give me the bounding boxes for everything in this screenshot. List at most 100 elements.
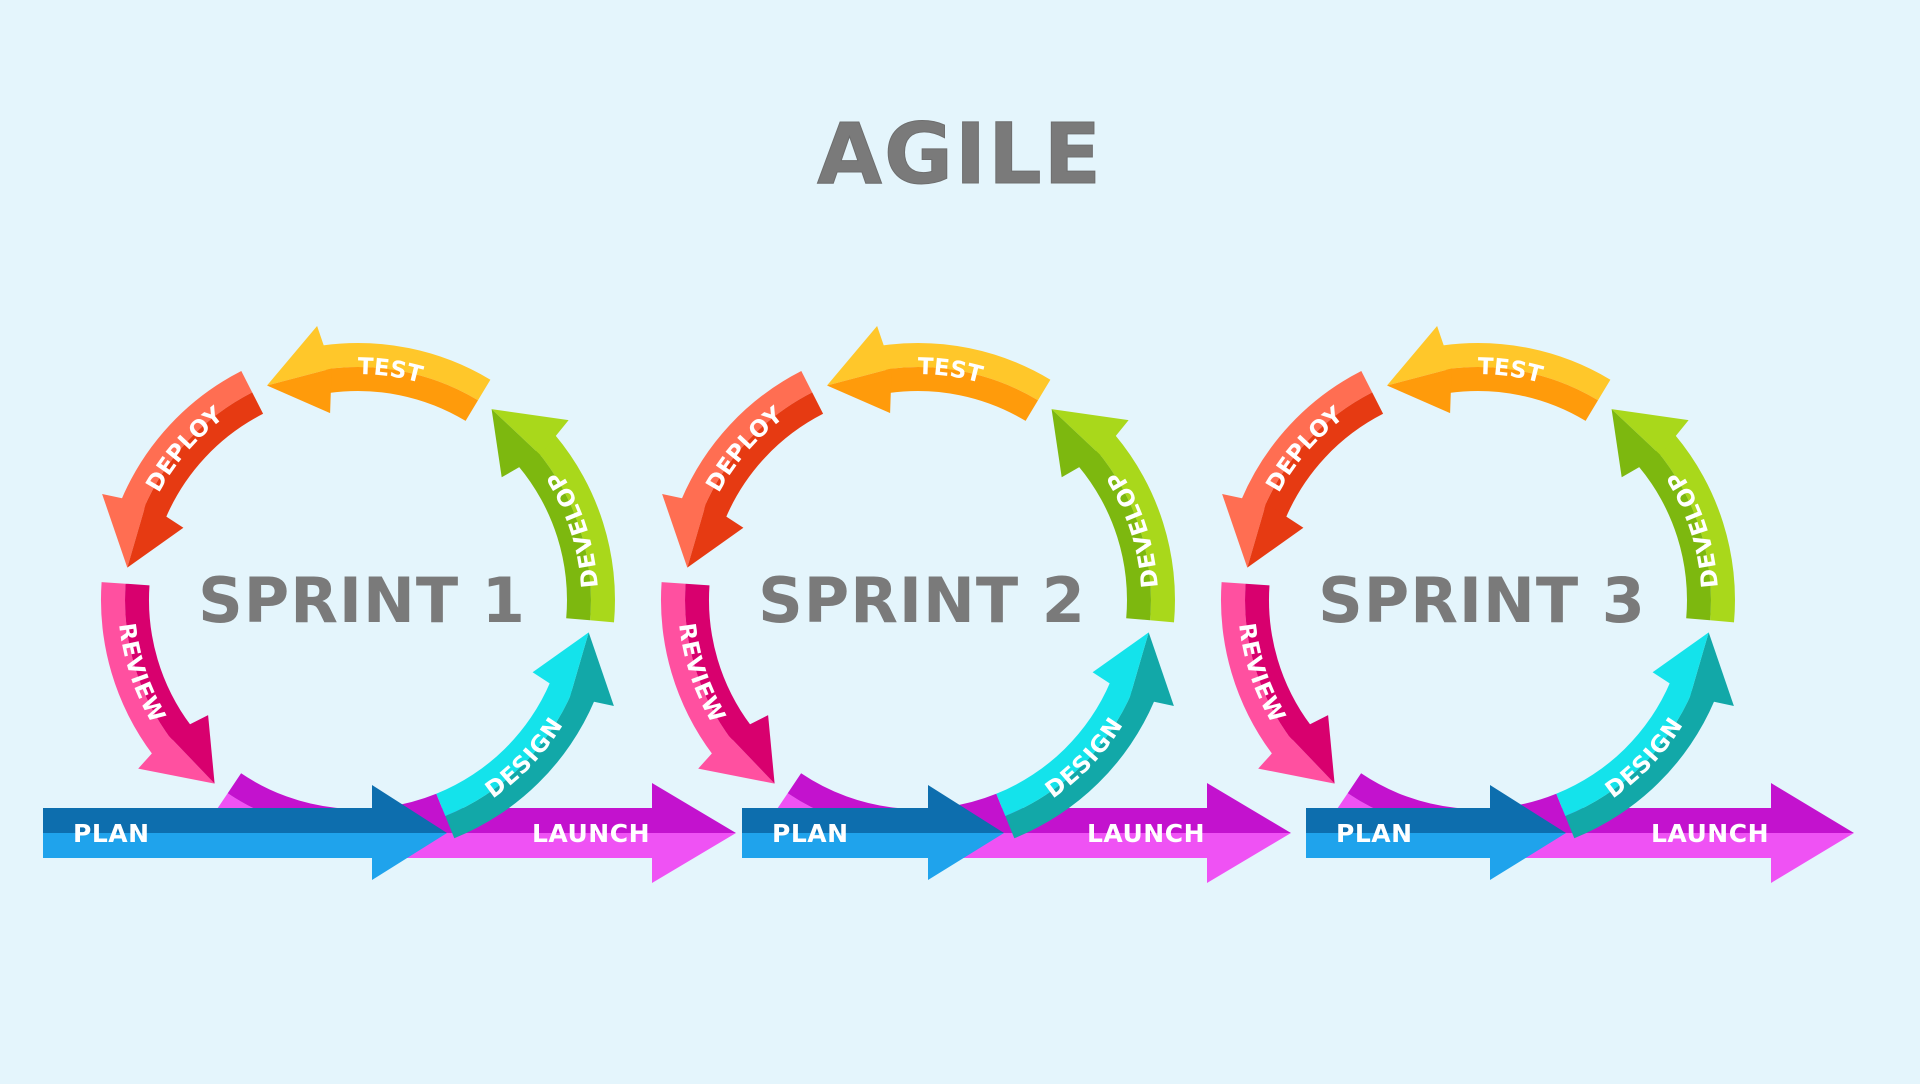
sprint-3-design-arrow-head-outer: [1690, 632, 1734, 706]
sprint-3-review-arrow: [1220, 582, 1335, 784]
sprint-3-deploy-arrow-shaft-inner: [1263, 392, 1384, 519]
sprint-3-launch-label: LAUNCH: [1651, 819, 1769, 848]
sprint-2-review-arrow: [660, 582, 775, 784]
sprint-1-design-arrow-shaft-outer: [445, 691, 595, 839]
sprint-1-review-arrow-head-outer: [138, 735, 215, 784]
sprint-1-deploy-arrow-shaft-inner: [143, 392, 264, 519]
sprint-2-title: SPRINT 2: [758, 564, 1086, 637]
sprint-2-plan-arrow: [742, 785, 1004, 880]
sprint-2-test-arrow-shaft-outer: [882, 342, 1051, 401]
sprint-1-develop-arrow-head-outer: [491, 409, 569, 455]
sprint-1-review-arrow-head-inner: [168, 715, 215, 784]
sprint-2-deploy-arrow-shaft-outer: [681, 371, 813, 509]
sprint-3-deploy-arrow-head-outer: [1222, 494, 1266, 568]
sprint-3-deploy-arrow-shaft-outer: [1241, 371, 1373, 509]
sprint-1-review-arrow-shaft-outer: [100, 582, 172, 755]
sprint-3-plan-arrow: [1306, 785, 1566, 880]
sprint-2-review-arrow-head-outer: [698, 735, 775, 784]
sprint-1-develop-arrow-head-inner: [491, 409, 541, 478]
sprint-2-plan-arrow-lower: [742, 833, 1004, 880]
sprint-2-launch-label: LAUNCH: [1087, 819, 1205, 848]
sprint-2-develop-arrow-head-outer: [1051, 409, 1129, 455]
sprint-3-plan-arrow-upper: [1306, 785, 1566, 833]
sprint-1-deploy-arrow-head-outer: [102, 494, 146, 568]
sprint-3-test-arrow-head-outer: [1387, 326, 1452, 386]
sprint-3-test-arrow-shaft-inner: [1445, 367, 1598, 421]
sprint-1-deploy-arrow-shaft-outer: [121, 371, 253, 509]
sprint-1-test-arrow: [267, 326, 491, 421]
sprint-2-test-arrow: [827, 326, 1051, 421]
sprint-2-design-arrow-head-inner: [1092, 632, 1149, 697]
sprint-2-develop-arrow-shaft-outer: [1096, 434, 1175, 623]
sprint-2-plan-arrow-upper: [742, 785, 1004, 833]
sprint-3-deploy-arrow: [1222, 371, 1384, 568]
sprint-3-launch-arrow-lower: [1470, 833, 1854, 883]
sprint-3-title: SPRINT 3: [1318, 564, 1646, 637]
sprint-3-review-arrow-shaft-outer: [1220, 582, 1292, 755]
sprint-2-deploy-arrow: [662, 371, 824, 568]
sprint-1-plan-arrow: [43, 785, 447, 880]
sprint-2-plan-label: PLAN: [772, 819, 849, 848]
sprint-2-deploy-arrow-shaft-inner: [703, 392, 824, 519]
sprint-3-launch-arrow: [1470, 783, 1854, 883]
sprint-3-develop-arrow-head-inner: [1611, 409, 1661, 478]
sprint-1-design-arrow: [436, 632, 614, 839]
sprint-2-design-arrow: [996, 632, 1174, 839]
sprint-3-develop-arrow-head-outer: [1611, 409, 1689, 455]
sprint-1-plan-label: PLAN: [73, 819, 150, 848]
sprint-2-launch-arrow: [908, 783, 1291, 883]
sprint-1-review-arrow-shaft-inner: [125, 583, 192, 741]
sprint-1-develop-arrow-shaft-outer: [536, 434, 615, 623]
sprint-1-plan-arrow-lower: [43, 833, 447, 880]
sprint-2-design-arrow-shaft-outer: [1005, 691, 1155, 839]
sprint-2-design-arrow-shaft-inner: [996, 681, 1133, 816]
sprint-3-test-arrow-shaft-outer: [1442, 342, 1611, 401]
sprint-2-review-arrow-head-inner: [728, 715, 775, 784]
sprint-2-launch-arrow-upper: [908, 783, 1291, 833]
diagram-title: AGILE: [816, 105, 1104, 203]
sprint-2-test-arrow-head-inner: [827, 368, 892, 414]
sprint-2-review-arrow-shaft-inner: [685, 583, 752, 741]
sprint-3-launch-arrow-upper: [1470, 783, 1854, 833]
sprint-3-design-arrow-head-inner: [1652, 632, 1709, 697]
sprint-3-develop-arrow: [1611, 409, 1735, 623]
sprint-3-review-arrow-head-outer: [1258, 735, 1335, 784]
sprint-1-deploy-arrow: [102, 371, 264, 568]
sprint-1-test-arrow-head-outer: [267, 326, 332, 386]
sprint-1-test-arrow-shaft-inner: [325, 367, 478, 421]
sprint-3-develop-arrow-shaft-outer: [1656, 434, 1735, 623]
sprint-1-review-arrow: [100, 582, 215, 784]
sprint-3-deploy-arrow-head-inner: [1247, 503, 1304, 568]
sprint-2-test-arrow-shaft-inner: [885, 367, 1038, 421]
sprint-2-launch-arrow-lower: [908, 833, 1291, 883]
sprint-2-deploy-arrow-head-inner: [687, 503, 744, 568]
sprint-3-test-arrow-head-inner: [1387, 368, 1452, 414]
sprint-1-design-arrow-shaft-inner: [436, 681, 573, 816]
sprint-1-test-arrow-shaft-outer: [322, 342, 491, 401]
sprint-3-develop-arrow-shaft-inner: [1638, 450, 1711, 621]
sprint-2-review-arrow-shaft-outer: [660, 582, 732, 755]
sprint-1-develop-arrow: [491, 409, 615, 623]
sprint-1-test-arrow-head-inner: [267, 368, 332, 414]
sprint-3-plan-label: PLAN: [1336, 819, 1413, 848]
sprint-3-design-arrow: [1556, 632, 1734, 839]
sprint-1-design-arrow-head-inner: [532, 632, 589, 697]
sprint-1-title: SPRINT 1: [198, 564, 526, 637]
sprint-2-test-arrow-head-outer: [827, 326, 892, 386]
sprint-2-deploy-arrow-head-outer: [662, 494, 706, 568]
sprint-2-develop-arrow: [1051, 409, 1175, 623]
sprint-2-develop-arrow-shaft-inner: [1078, 450, 1151, 621]
sprint-3-plan-arrow-lower: [1306, 833, 1566, 880]
sprint-3-test-arrow: [1387, 326, 1611, 421]
sprint-1-design-arrow-head-outer: [570, 632, 614, 706]
sprint-1-deploy-arrow-head-inner: [127, 503, 184, 568]
sprint-2-design-arrow-head-outer: [1130, 632, 1174, 706]
sprint-3-design-arrow-shaft-inner: [1556, 681, 1693, 816]
sprint-3-review-arrow-shaft-inner: [1245, 583, 1312, 741]
sprint-3-review-arrow-head-inner: [1288, 715, 1335, 784]
sprint-1-launch-label: LAUNCH: [532, 819, 650, 848]
sprint-1-develop-arrow-shaft-inner: [518, 450, 591, 621]
sprint-2-develop-arrow-head-inner: [1051, 409, 1101, 478]
